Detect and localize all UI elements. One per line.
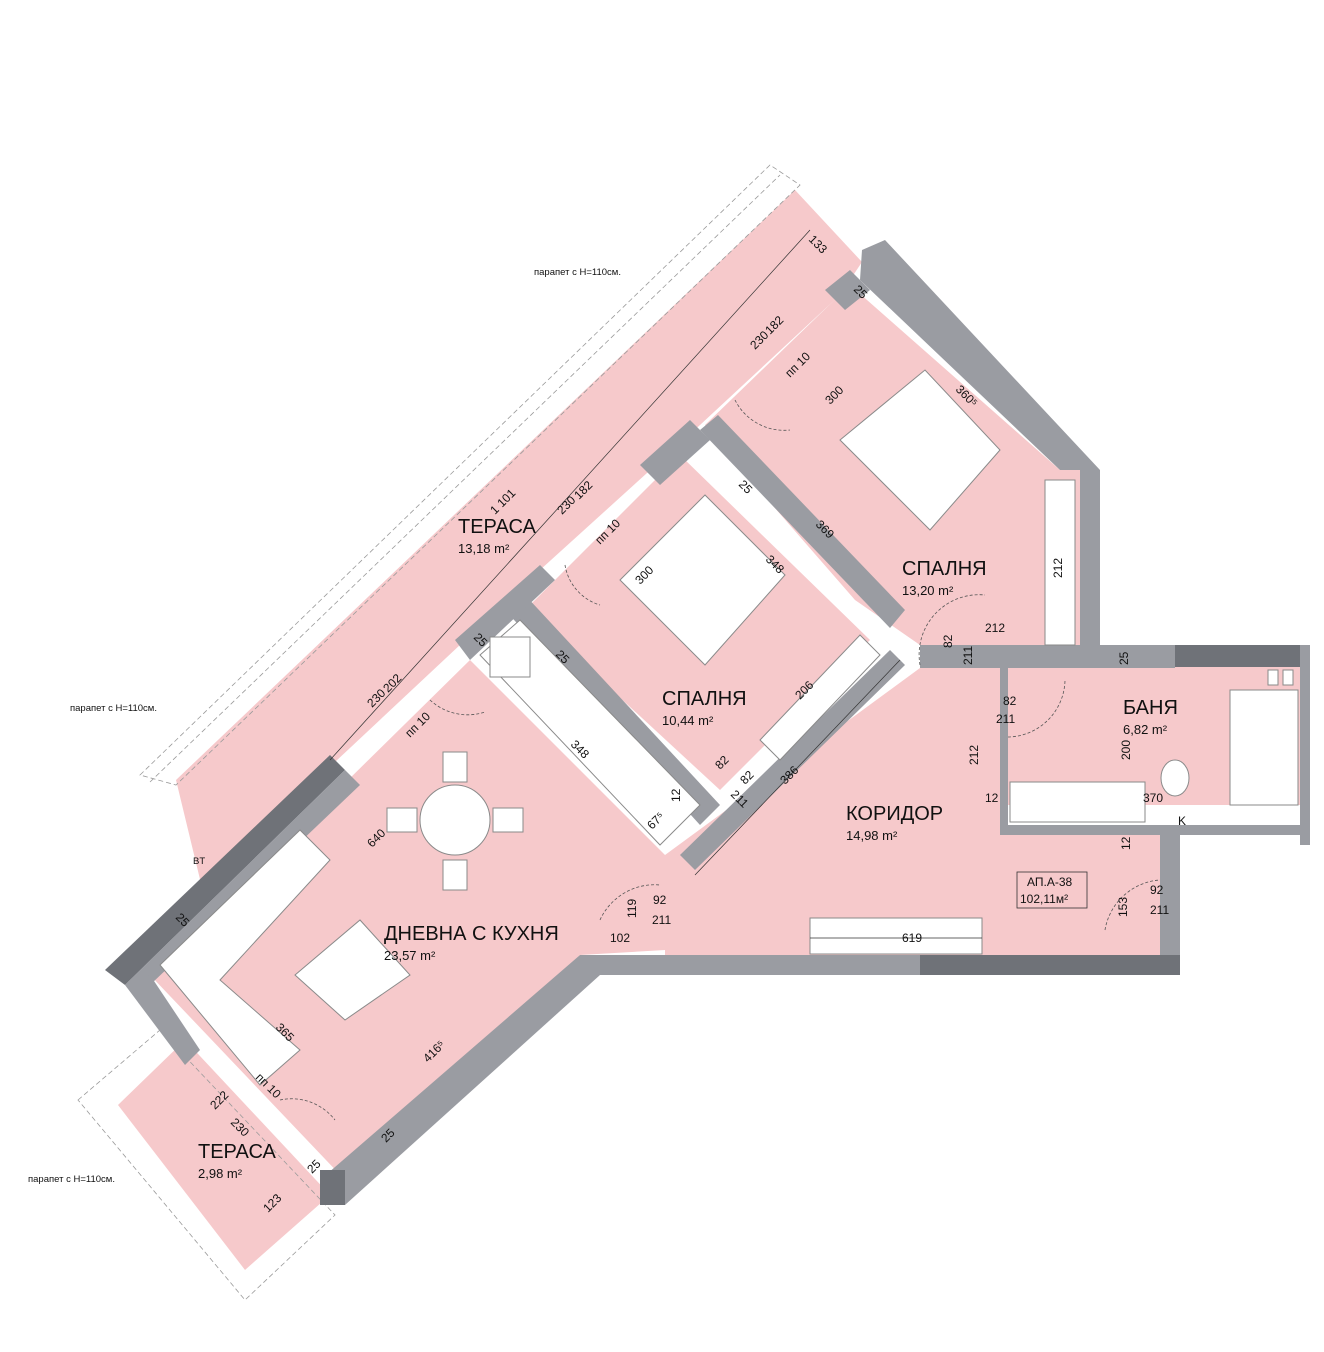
wall-top-segment-3	[825, 270, 870, 310]
room-name-bedroom-right: СПАЛНЯ	[902, 558, 987, 580]
apartment-area: 102,11м²	[1020, 892, 1068, 906]
dim-212b: 212	[985, 621, 1005, 635]
door-arc-7	[279, 1098, 336, 1121]
dim-212a: 212	[1051, 558, 1065, 578]
terrace-top-railing	[139, 164, 801, 786]
dim-200: 200	[1119, 740, 1133, 760]
corridor-wardrobe	[809, 917, 983, 955]
wall-living-left	[105, 755, 345, 985]
terrace-top-floor	[176, 190, 862, 900]
note-parapet-top: парапет с H=110см.	[534, 267, 621, 278]
dim-211b: 211	[996, 712, 1015, 726]
room-name-terrace-bottom: ТЕРАСА	[198, 1141, 276, 1163]
note-bt: BT	[193, 856, 205, 867]
bath-vent-2	[1282, 669, 1294, 686]
wall-bath-top-dark	[1175, 645, 1310, 667]
bath-sink-counter	[1009, 781, 1146, 823]
note-parapet-bottom: парапет с H=110см.	[28, 1174, 115, 1185]
dim-102: 102	[610, 931, 630, 945]
wall-bath-top	[920, 645, 1175, 668]
bed-right	[839, 369, 1001, 531]
shower	[1229, 689, 1299, 806]
room-area-corridor: 14,98 m²	[846, 828, 898, 843]
apartment-id: АП.А-38	[1027, 875, 1073, 889]
railing-line	[149, 174, 781, 783]
room-name-terrace-top: ТЕРАСА	[458, 516, 536, 538]
door-arc-2	[564, 564, 601, 606]
dim-370: 370	[1143, 791, 1163, 805]
wall-bath-left	[1000, 668, 1008, 830]
wall-mid-diagonal	[505, 595, 720, 825]
room-area-terrace-top: 13,18 m²	[458, 541, 510, 556]
door-arc-4	[1007, 679, 1066, 738]
dim-82b: 82	[1003, 694, 1017, 708]
terrace-bottom-railing	[77, 1029, 336, 1301]
terrace-bottom-floor	[118, 1040, 330, 1270]
note-k: K	[1178, 814, 1186, 828]
dim-line-1101	[329, 229, 811, 761]
wall-corridor-diagonal	[680, 650, 905, 870]
door-arc-5	[599, 884, 661, 921]
door-arc-1	[734, 399, 791, 431]
kitchen-counter	[479, 619, 701, 846]
dim-92b: 92	[1150, 883, 1164, 897]
wall-top-segment-2	[640, 420, 710, 485]
dim-12a: 12	[985, 791, 999, 805]
wall-top-segment	[455, 565, 555, 660]
room-area-bathroom: 6,82 m²	[1123, 722, 1168, 737]
coffee-table	[294, 919, 411, 1021]
wall-corner-bottom	[320, 1170, 345, 1205]
dim-82a: 82	[941, 634, 955, 648]
wall-right-outer	[860, 240, 1100, 650]
chair-left	[386, 807, 418, 833]
note-parapet-mid: парапет с H=110см.	[70, 703, 157, 714]
room-area-terrace-bottom: 2,98 m²	[198, 1166, 243, 1181]
wall-corridor-bottom-dark	[920, 955, 1180, 975]
wall-living-lower	[320, 955, 600, 1205]
dining-table	[419, 784, 491, 856]
wardrobe-mid	[759, 634, 881, 761]
room-area-bedroom-right: 13,20 m²	[902, 583, 954, 598]
dim-25c: 25	[1117, 651, 1131, 665]
wall-living-left-2	[125, 770, 360, 985]
sofa	[159, 829, 331, 1086]
stove	[489, 636, 531, 678]
wall-bath-bottom	[1000, 825, 1310, 835]
wall-corridor-bottom	[580, 955, 920, 975]
wardrobe-right	[1044, 479, 1076, 646]
door-arc-8	[918, 594, 986, 666]
wall-living-bottom	[125, 975, 200, 1065]
room-area-bedroom-mid: 10,44 m²	[662, 713, 714, 728]
room-name-bedroom-mid: СПАЛНЯ	[662, 688, 747, 710]
chair-right	[492, 807, 524, 833]
dim-12c: 12	[669, 788, 683, 802]
room-name-bathroom: БАНЯ	[1123, 697, 1178, 719]
dim-211d: 211	[652, 913, 671, 927]
toilet	[1160, 759, 1190, 797]
dim-619: 619	[902, 931, 922, 945]
chair-top	[442, 751, 468, 783]
dim-12b: 12	[1119, 836, 1133, 850]
dim-211a: 211	[961, 646, 975, 665]
bed-mid	[619, 494, 786, 666]
chair-bottom	[442, 859, 468, 891]
wall-bath-right	[1300, 645, 1310, 845]
dim-211e: 211	[1150, 903, 1169, 917]
wall-corridor-right	[1160, 830, 1180, 975]
door-arc-3	[429, 699, 486, 716]
dim-119: 119	[625, 899, 639, 918]
apartment-box	[1016, 871, 1088, 909]
door-arc-6	[1104, 879, 1161, 931]
bath-vent-1	[1267, 669, 1279, 686]
dim-92a: 92	[653, 893, 667, 907]
dim-line-386	[694, 659, 901, 876]
room-name-corridor: КОРИДОР	[846, 803, 943, 825]
dim-212c: 212	[967, 745, 981, 765]
dim-153: 153	[1116, 897, 1130, 917]
room-name-living: ДНЕВНА С КУХНЯ	[384, 923, 559, 945]
wall-bedroom-divider	[700, 415, 905, 628]
room-area-living: 23,57 m²	[384, 948, 436, 963]
